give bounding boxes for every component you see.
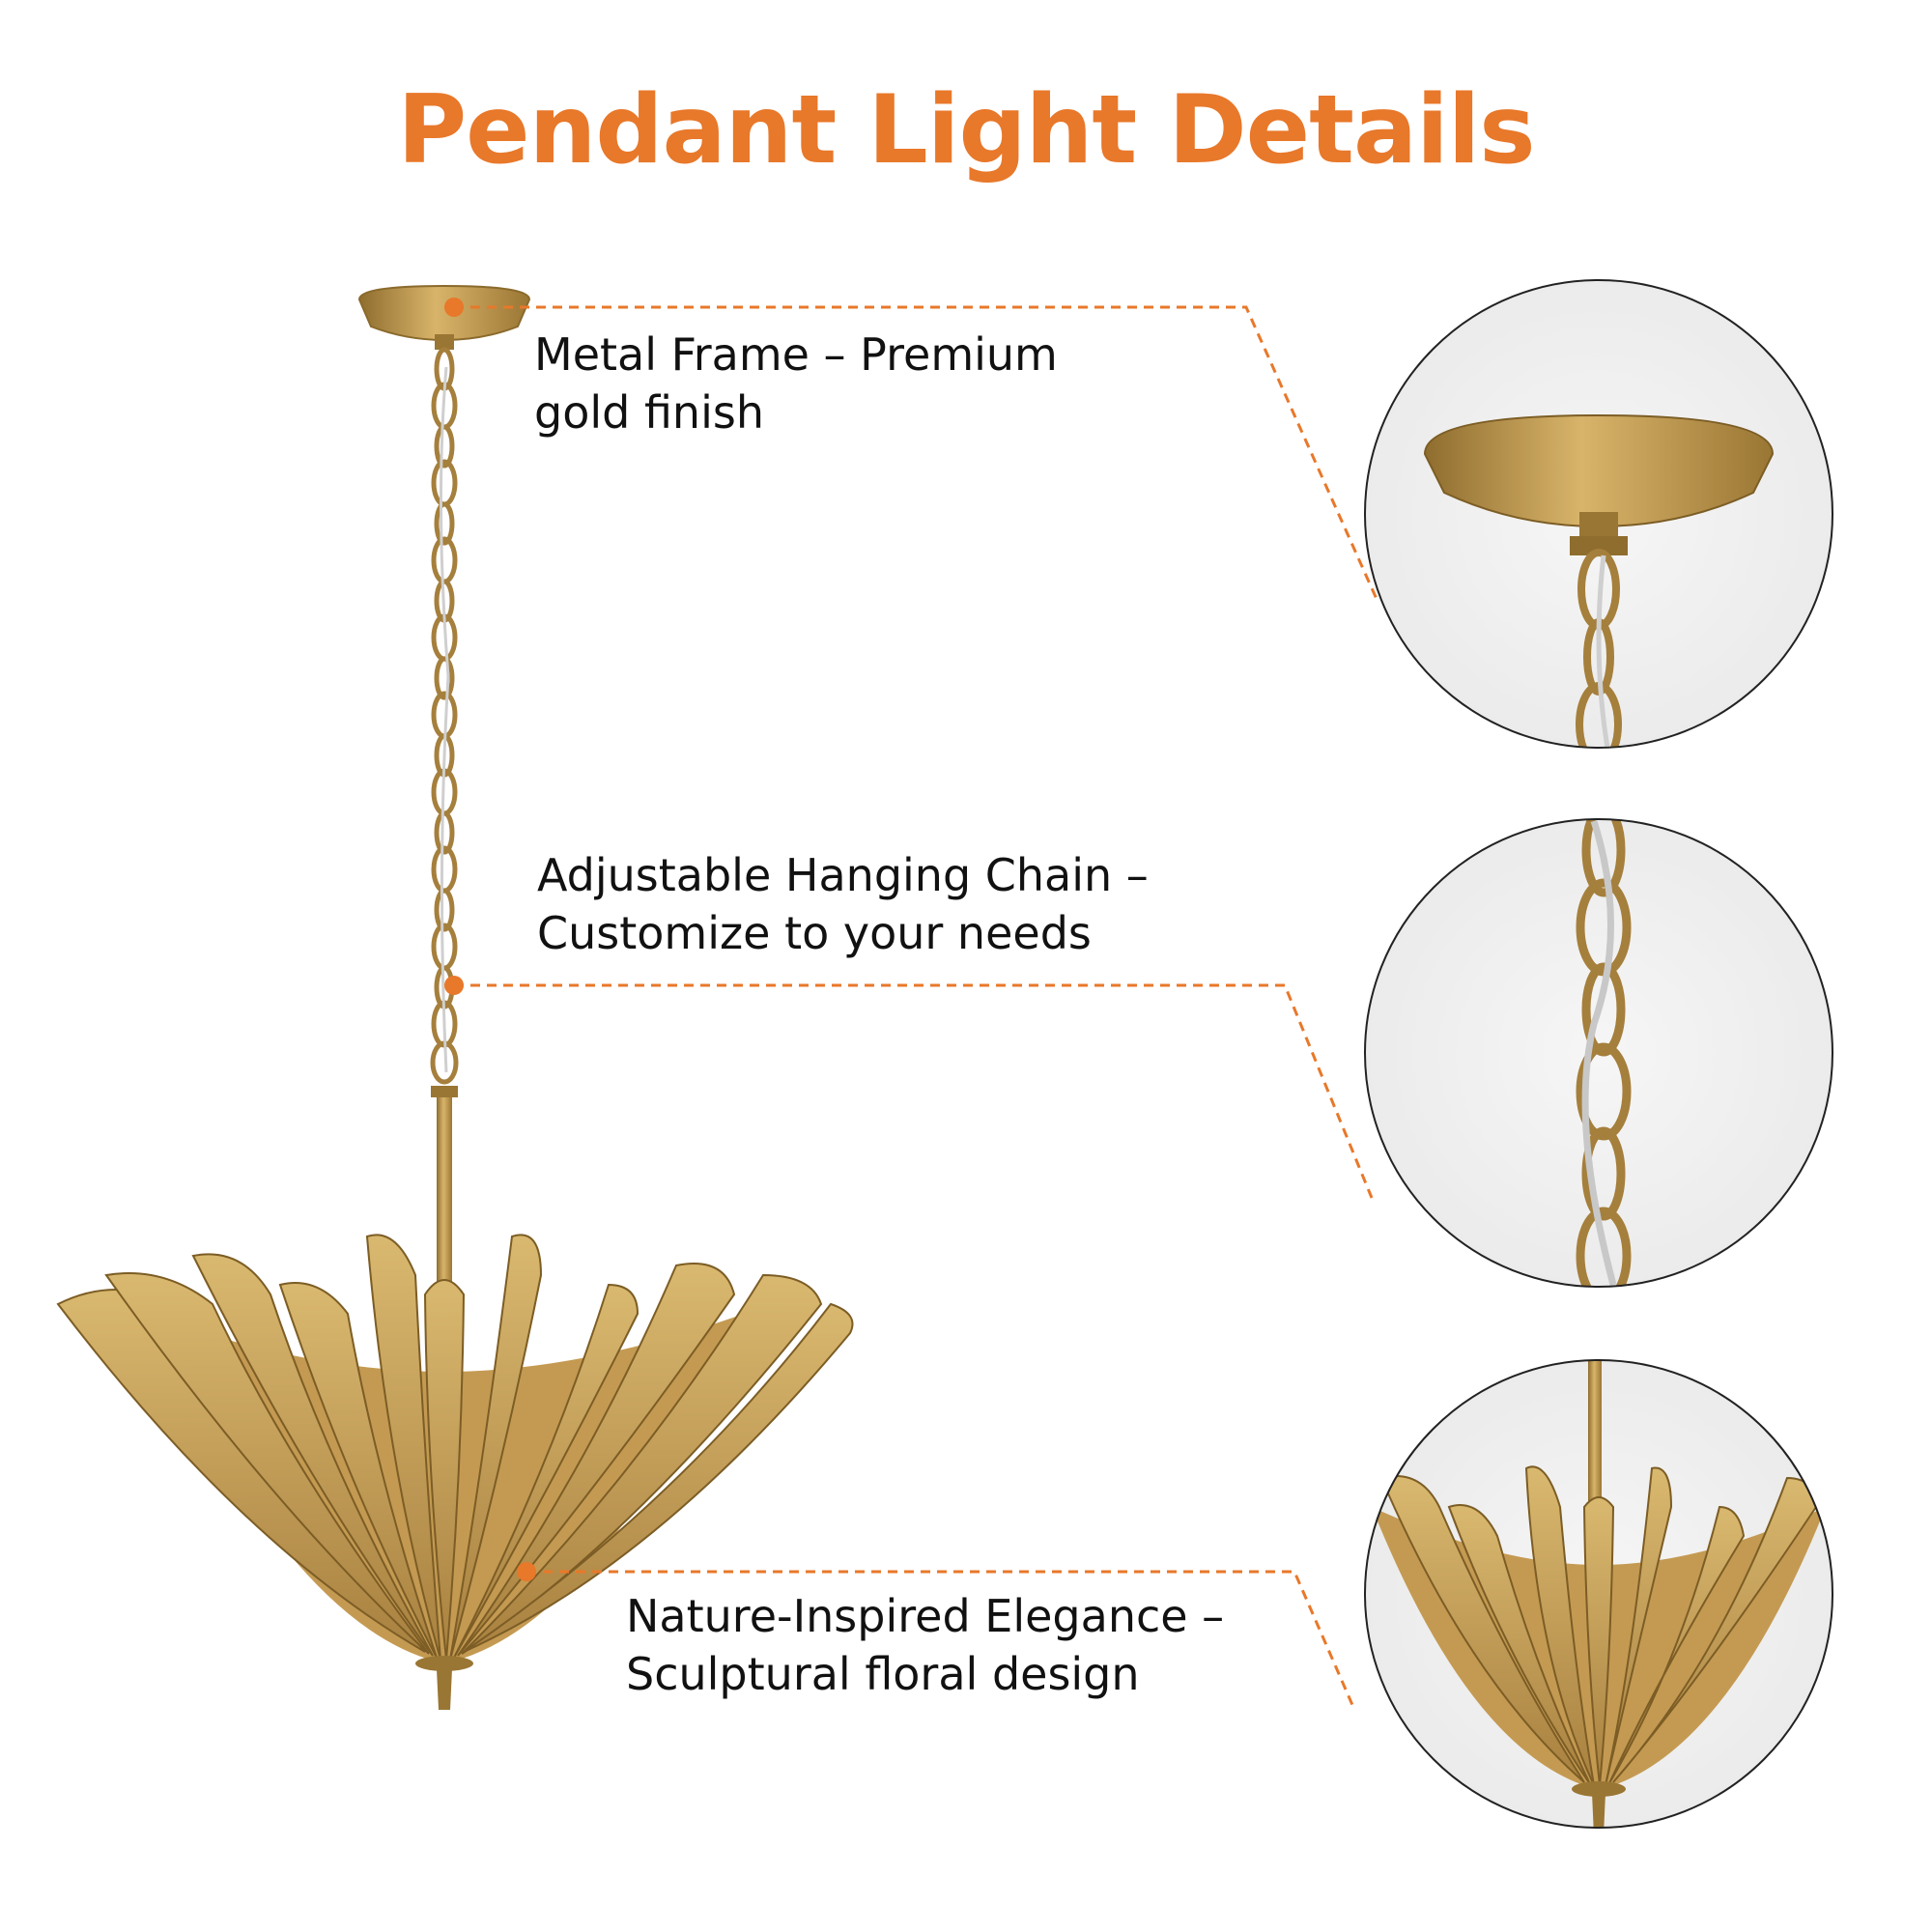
- callout-line: Nature-Inspired Elegance –: [626, 1590, 1225, 1642]
- marker-floral-design: [517, 1562, 536, 1581]
- callout-line: Sculptural floral design: [626, 1648, 1140, 1700]
- callout-hanging-chain: Adjustable Hanging Chain – Customize to …: [537, 846, 1149, 962]
- callout-line: Adjustable Hanging Chain –: [537, 849, 1149, 901]
- marker-metal-frame: [444, 298, 464, 317]
- hanging-chain: [430, 347, 459, 1085]
- detail-circle-chain: [1364, 818, 1833, 1288]
- callout-line: Metal Frame – Premium: [534, 328, 1058, 381]
- pendant-light: [56, 284, 854, 1710]
- marker-hanging-chain: [444, 976, 464, 995]
- callout-metal-frame: Metal Frame – Premium gold finish: [534, 326, 1058, 441]
- callout-leaders: [454, 305, 1378, 1706]
- floral-leaf-shade: [56, 1234, 854, 1710]
- callout-line: gold finish: [534, 386, 764, 439]
- page-title: Pendant Light Details: [397, 75, 1535, 185]
- detail-circle-floral: [1364, 1359, 1833, 1829]
- callout-floral-design: Nature-Inspired Elegance – Sculptural fl…: [626, 1587, 1224, 1703]
- detail-circle-canopy: [1364, 279, 1833, 749]
- ceiling-canopy: [357, 284, 531, 342]
- callout-line: Customize to your needs: [537, 907, 1092, 959]
- down-rod: [437, 1092, 452, 1294]
